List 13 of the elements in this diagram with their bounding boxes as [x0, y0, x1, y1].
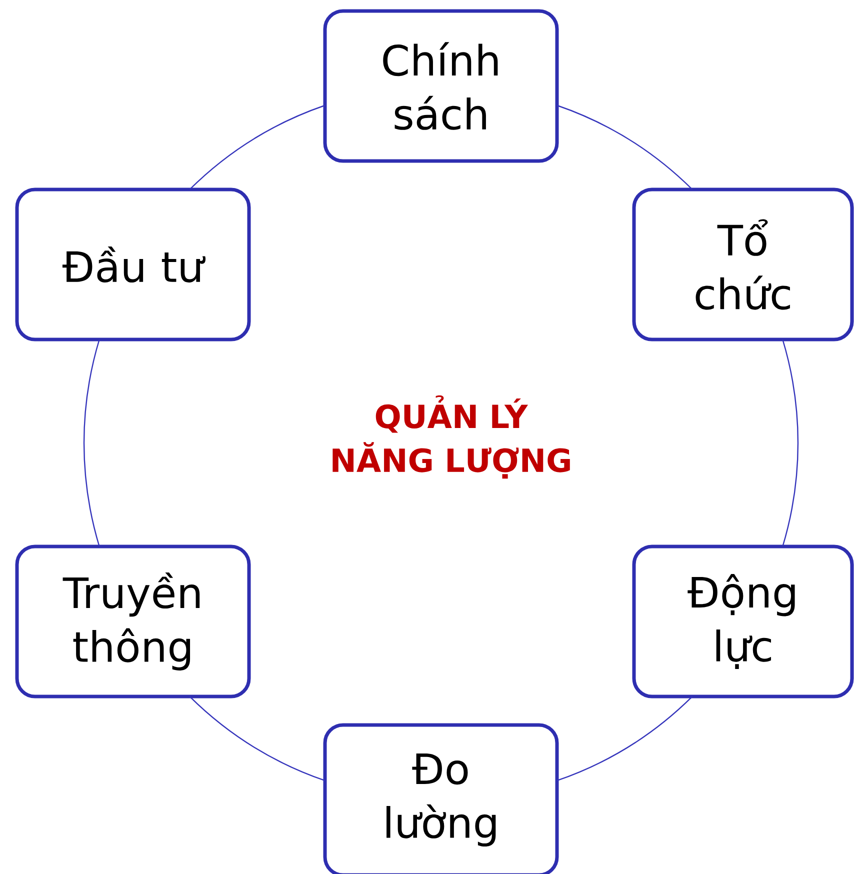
- process-box: Tổ chức: [632, 188, 854, 342]
- connector-arc: [189, 696, 326, 782]
- connector-arc: [556, 696, 693, 782]
- process-box: Đầu tư: [15, 188, 251, 342]
- connector-arc: [83, 339, 100, 547]
- process-box: Động lực: [632, 544, 854, 698]
- process-box: Đo lường: [323, 723, 559, 874]
- process-box: Chính sách: [323, 9, 559, 163]
- connector-arc: [189, 104, 326, 190]
- connector-arc: [556, 104, 693, 190]
- connector-arc: [782, 339, 799, 547]
- process-box: Truyền thông: [15, 544, 251, 698]
- center-title: QUẢN LÝ NĂNG LƯỢNG: [332, 395, 570, 479]
